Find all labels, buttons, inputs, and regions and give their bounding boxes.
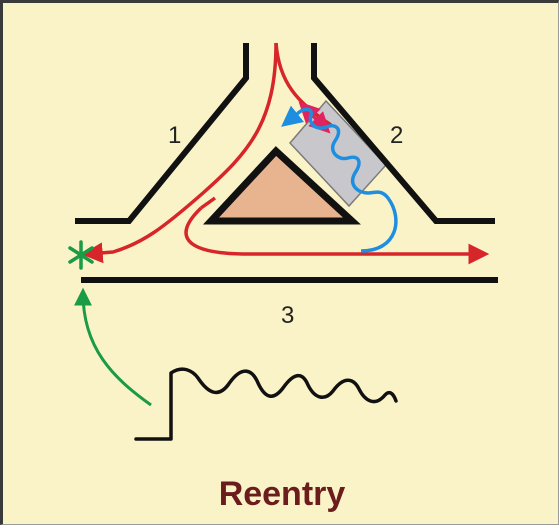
conduction-path-bottom-join [201,198,215,208]
pathway-left-wall [75,43,246,221]
pathway-2-label: 2 [390,122,403,149]
pathway-3-label: 3 [281,302,294,329]
reentry-diagram: 1 2 3 Reentry [3,3,559,528]
pathway-1-label: 1 [168,122,181,149]
ecg-tracing [136,369,396,439]
ectopic-trigger-arrow [83,293,151,405]
diagram-caption: Reentry [219,475,346,513]
